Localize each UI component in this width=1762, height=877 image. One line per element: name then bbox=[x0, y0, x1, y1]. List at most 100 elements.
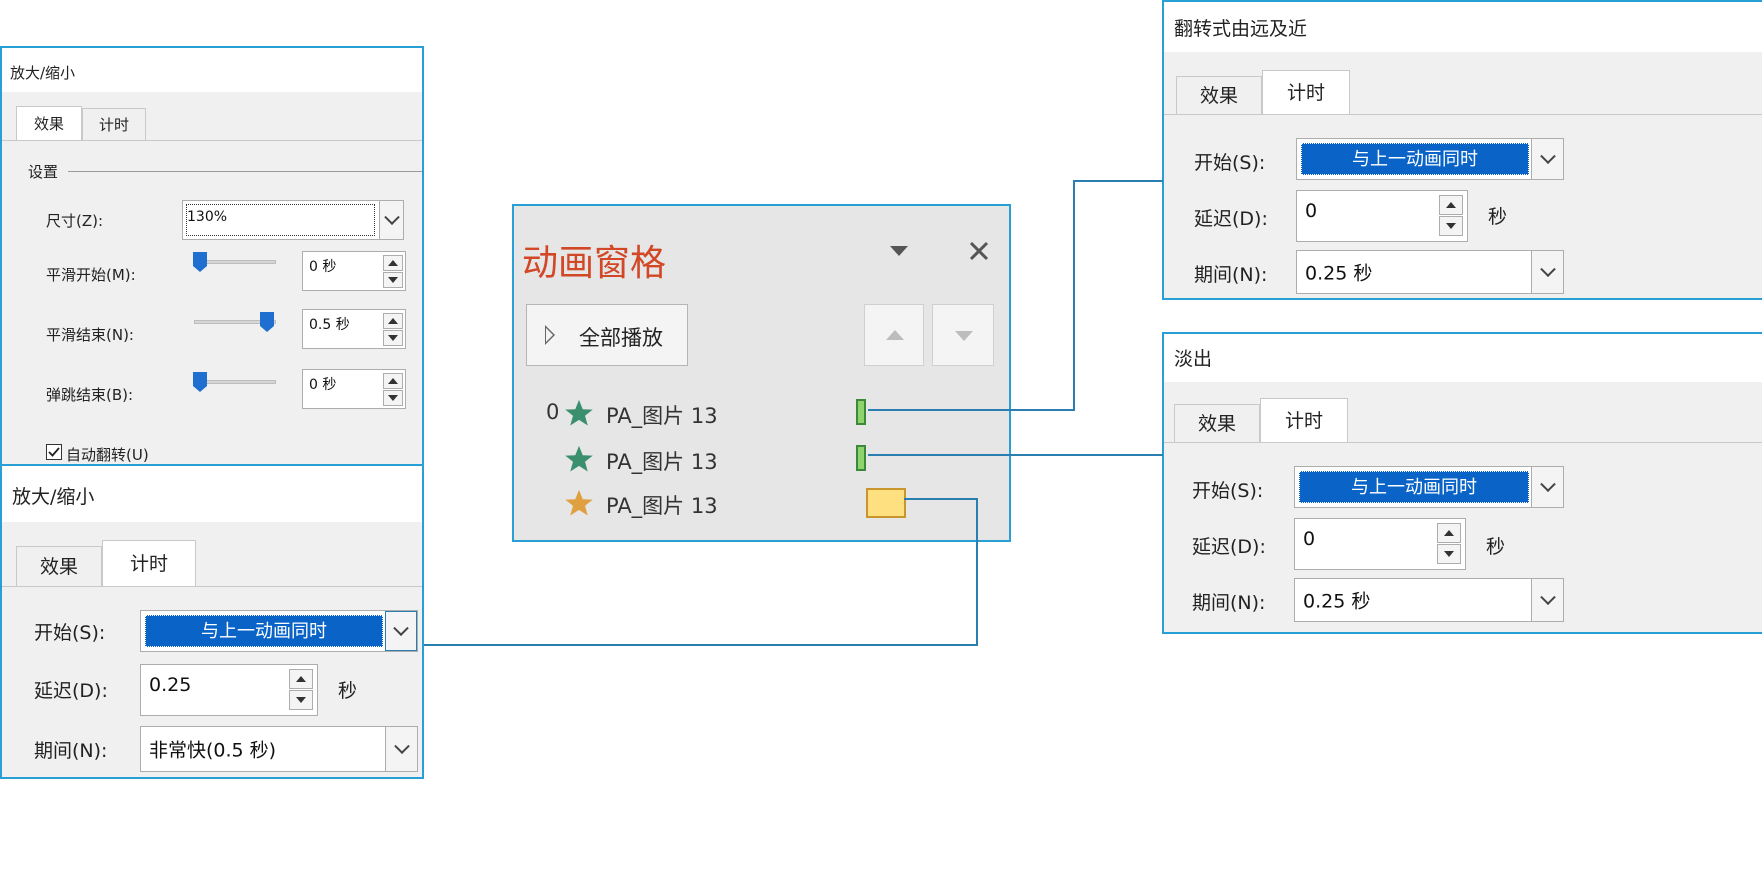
smooth-start-spin-down[interactable] bbox=[383, 272, 403, 288]
effect-panel bbox=[2, 140, 422, 464]
move-down-button[interactable] bbox=[932, 304, 994, 366]
tab-timing[interactable]: 计时 bbox=[102, 540, 196, 586]
arrow-up-icon bbox=[388, 260, 398, 266]
move-up-button[interactable] bbox=[864, 304, 924, 366]
delay-label: 延迟(D): bbox=[34, 680, 108, 702]
arrow-down-icon bbox=[1446, 223, 1456, 229]
dialog-title: 翻转式由远及近 bbox=[1174, 18, 1308, 40]
duration-dropdown-button[interactable] bbox=[1531, 251, 1563, 293]
delay-spinbox[interactable]: 0 bbox=[1294, 518, 1466, 570]
delay-spin-down[interactable] bbox=[1437, 544, 1461, 564]
start-dropdown-button[interactable] bbox=[385, 611, 417, 651]
duration-combo[interactable]: 非常快(0.5 秒) bbox=[140, 726, 418, 772]
start-combo[interactable]: 与上一动画同时 bbox=[1296, 138, 1564, 180]
start-dropdown-button[interactable] bbox=[1531, 467, 1563, 507]
start-label: 开始(S): bbox=[34, 622, 106, 644]
play-all-button[interactable]: 全部播放 bbox=[526, 304, 688, 366]
item-name: PA_图片 13 bbox=[606, 450, 718, 474]
zoom-effect-dialog: 放大/缩小 效果 计时 设置 尺寸(Z): 130% 平滑开始(M): 0 秒 … bbox=[0, 46, 424, 466]
tab-timing[interactable]: 计时 bbox=[1262, 70, 1350, 114]
duration-combo[interactable]: 0.25 秒 bbox=[1296, 250, 1564, 294]
tab-timing-label: 计时 bbox=[1286, 82, 1325, 104]
bounce-end-label: 弹跳结束(B): bbox=[46, 386, 134, 404]
bounce-end-spinbox[interactable]: 0 秒 bbox=[302, 369, 406, 409]
timeline-bar[interactable] bbox=[856, 445, 866, 471]
timeline-bar[interactable] bbox=[856, 399, 866, 425]
size-combo[interactable]: 130% bbox=[182, 200, 404, 240]
delay-spin-up[interactable] bbox=[1439, 195, 1463, 215]
check-icon bbox=[48, 447, 60, 457]
delay-spinbox[interactable]: 0.25 bbox=[140, 664, 318, 716]
duration-value: 非常快(0.5 秒) bbox=[149, 739, 277, 762]
tab-timing[interactable]: 计时 bbox=[1260, 398, 1348, 442]
tab-effect[interactable]: 效果 bbox=[1176, 76, 1262, 114]
bounce-end-slider-thumb[interactable] bbox=[193, 372, 207, 392]
start-combo[interactable]: 与上一动画同时 bbox=[140, 610, 418, 652]
smooth-end-slider-track[interactable] bbox=[194, 320, 276, 324]
bounce-end-spin-up[interactable] bbox=[383, 373, 403, 389]
delay-unit: 秒 bbox=[1488, 206, 1508, 228]
duration-combo[interactable]: 0.25 秒 bbox=[1294, 578, 1564, 622]
smooth-end-slider-thumb[interactable] bbox=[260, 312, 274, 332]
play-inner-icon bbox=[546, 328, 553, 342]
delay-spinbox[interactable]: 0 bbox=[1296, 190, 1468, 242]
arrow-down-icon bbox=[1444, 551, 1454, 557]
duration-label: 期间(N): bbox=[34, 740, 108, 762]
list-item[interactable]: PA_图片 13 bbox=[534, 486, 994, 520]
arrow-up-icon bbox=[388, 378, 398, 384]
delay-label: 延迟(D): bbox=[1194, 208, 1268, 230]
arrow-down-icon bbox=[388, 395, 398, 401]
tab-timing-label: 计时 bbox=[98, 116, 129, 134]
size-dropdown-button[interactable] bbox=[379, 201, 403, 239]
start-combo[interactable]: 与上一动画同时 bbox=[1294, 466, 1564, 508]
delay-spin-up[interactable] bbox=[1437, 523, 1461, 543]
smooth-end-spin-up[interactable] bbox=[383, 313, 403, 329]
list-item[interactable]: PA_图片 13 bbox=[534, 442, 994, 476]
smooth-start-spinbox[interactable]: 0 秒 bbox=[302, 251, 406, 291]
smooth-end-spin-down[interactable] bbox=[383, 330, 403, 346]
bounce-end-spin-down[interactable] bbox=[383, 390, 403, 406]
delay-value: 0 bbox=[1305, 200, 1318, 222]
arrow-up-icon bbox=[1446, 202, 1456, 208]
arrow-up-icon bbox=[886, 330, 904, 340]
arrow-up-icon bbox=[1444, 530, 1454, 536]
tab-effect[interactable]: 效果 bbox=[16, 546, 102, 586]
delay-spin-down[interactable] bbox=[1439, 216, 1463, 236]
arrow-down-icon bbox=[296, 697, 306, 703]
connector-line bbox=[868, 454, 1163, 456]
pane-title: 动画窗格 bbox=[522, 243, 667, 284]
timeline-bar[interactable] bbox=[866, 488, 906, 518]
settings-divider bbox=[68, 171, 422, 172]
chevron-down-icon bbox=[393, 620, 409, 637]
duration-dropdown-button[interactable] bbox=[1531, 579, 1563, 621]
close-icon[interactable] bbox=[968, 240, 990, 262]
tab-effect[interactable]: 效果 bbox=[16, 106, 82, 140]
tab-timing-label: 计时 bbox=[1284, 410, 1323, 432]
smooth-start-slider-thumb[interactable] bbox=[193, 252, 207, 272]
arrow-down-icon bbox=[388, 335, 398, 341]
tab-effect[interactable]: 效果 bbox=[1174, 404, 1260, 442]
start-value-text: 与上一动画同时 bbox=[1351, 477, 1477, 498]
chevron-down-icon bbox=[1539, 261, 1556, 278]
arrow-up-icon bbox=[388, 318, 398, 324]
start-selected-value: 与上一动画同时 bbox=[145, 615, 383, 647]
auto-reverse-checkbox[interactable] bbox=[46, 444, 62, 460]
tab-effect-label: 效果 bbox=[39, 556, 78, 578]
dialog-title: 放大/缩小 bbox=[10, 64, 76, 82]
delay-spin-down[interactable] bbox=[289, 690, 313, 710]
connector-line bbox=[868, 409, 1074, 411]
smooth-end-spinbox[interactable]: 0.5 秒 bbox=[302, 309, 406, 349]
arrow-down-icon bbox=[955, 331, 973, 341]
duration-dropdown-button[interactable] bbox=[385, 727, 417, 771]
delay-spin-up[interactable] bbox=[289, 669, 313, 689]
tab-timing[interactable]: 计时 bbox=[82, 108, 146, 140]
start-dropdown-button[interactable] bbox=[1531, 139, 1563, 179]
pane-options-button[interactable] bbox=[890, 246, 908, 256]
animation-pane: 动画窗格 全部播放 0 PA_图片 13 PA_图片 13 PA_图片 13 bbox=[512, 204, 1011, 542]
list-item[interactable]: 0 PA_图片 13 bbox=[534, 396, 994, 430]
start-selected-value: 与上一动画同时 bbox=[1299, 471, 1529, 503]
smooth-start-spin-up[interactable] bbox=[383, 255, 403, 271]
delay-value: 0 bbox=[1303, 528, 1316, 550]
delay-value: 0.25 bbox=[149, 674, 192, 696]
start-label: 开始(S): bbox=[1194, 152, 1266, 174]
